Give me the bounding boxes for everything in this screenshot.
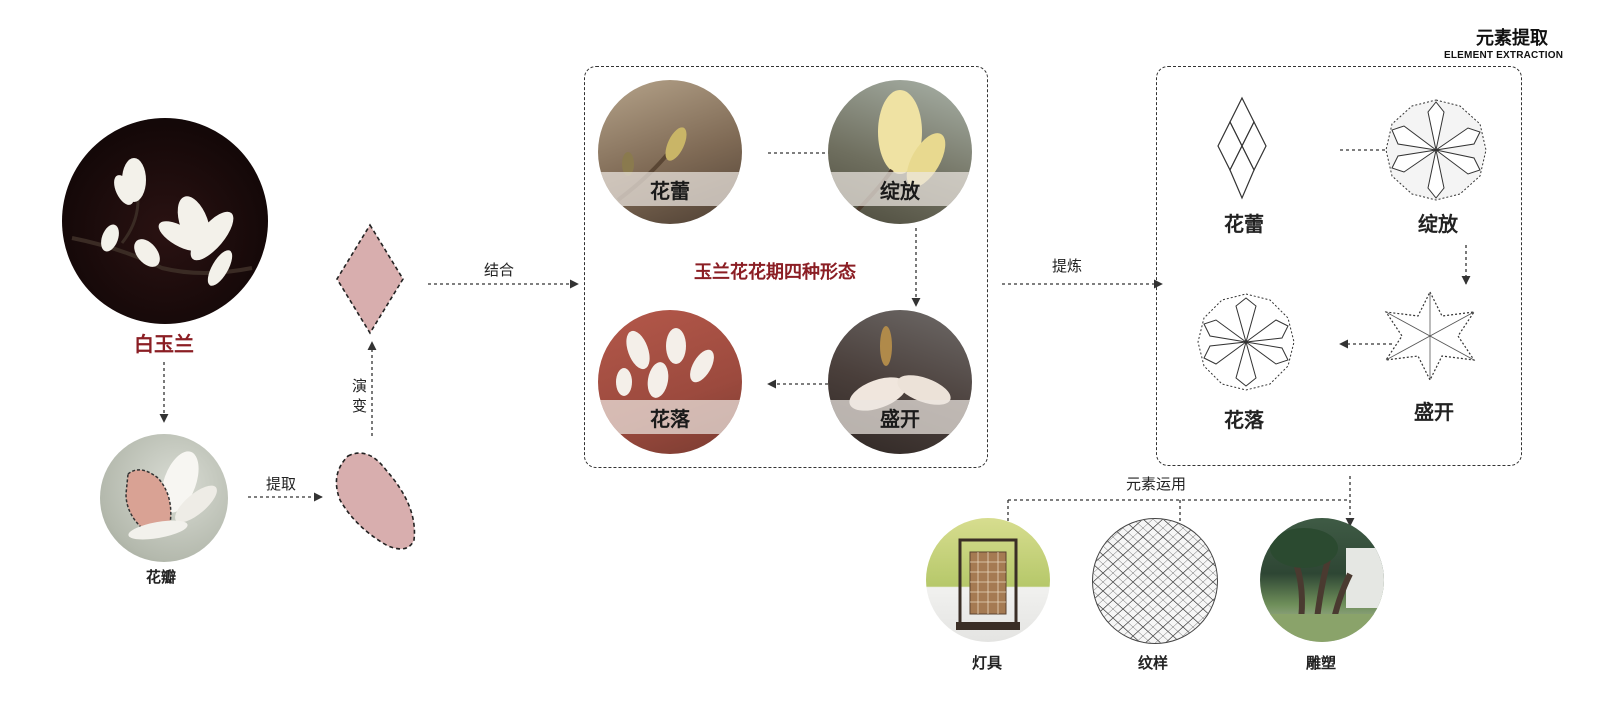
stage-bloom-label: 绽放 [828, 172, 972, 206]
magnolia-label: 白玉兰 [134, 332, 194, 356]
diamond-shape [336, 223, 404, 335]
evolve-label: 演 变 [352, 377, 368, 415]
bud-shape-icon [1217, 96, 1267, 200]
ext-bloom-label: 绽放 [1418, 212, 1458, 236]
refine-label: 提炼 [1052, 257, 1083, 275]
header-title-cn: 元素提取 [1476, 28, 1548, 49]
bloom-shape-icon [1385, 99, 1487, 201]
magnolia-photo [62, 118, 268, 324]
full-bloom-shape-icon [1384, 290, 1476, 382]
ext-bud-label: 花蕾 [1224, 212, 1264, 236]
pattern-label: 纹样 [1138, 654, 1169, 672]
lamp-photo [926, 518, 1050, 642]
stage-bud-label: 花蕾 [598, 172, 742, 206]
sculpture-illustration [1260, 528, 1384, 642]
petal-shape [335, 452, 416, 550]
header-title-en: ELEMENT EXTRACTION [1444, 50, 1564, 61]
pattern-photo [1092, 518, 1218, 644]
stage-fall-photo: 花落 [598, 310, 742, 454]
petal-label: 花瓣 [146, 568, 177, 586]
petal-illustration [125, 451, 217, 540]
magnolia-illustration [71, 158, 253, 286]
lamp-label: 灯具 [972, 654, 1003, 672]
sculpture-label: 雕塑 [1306, 654, 1337, 672]
stage-full-label: 盛开 [828, 400, 972, 434]
ext-full-label: 盛开 [1414, 400, 1454, 424]
lamp-illustration [956, 538, 1020, 630]
stages-title: 玉兰花花期四种形态 [694, 262, 856, 283]
stage-full-photo: 盛开 [828, 310, 972, 454]
ext-fall-label: 花落 [1224, 408, 1264, 432]
stages-box [584, 66, 988, 468]
stage-bud-photo: 花蕾 [598, 80, 742, 224]
stage-bloom-photo: 绽放 [828, 80, 972, 224]
fall-illustration [616, 328, 714, 398]
extraction-box [1156, 66, 1522, 466]
combine-label: 结合 [484, 261, 515, 279]
sculpture-photo [1260, 518, 1384, 642]
stage-fall-label: 花落 [598, 400, 742, 434]
apply-label: 元素运用 [1126, 475, 1187, 493]
fall-shape-icon [1197, 293, 1295, 391]
pattern-illustration [1093, 519, 1217, 643]
extract-label: 提取 [266, 475, 297, 493]
petal-photo [100, 434, 228, 562]
